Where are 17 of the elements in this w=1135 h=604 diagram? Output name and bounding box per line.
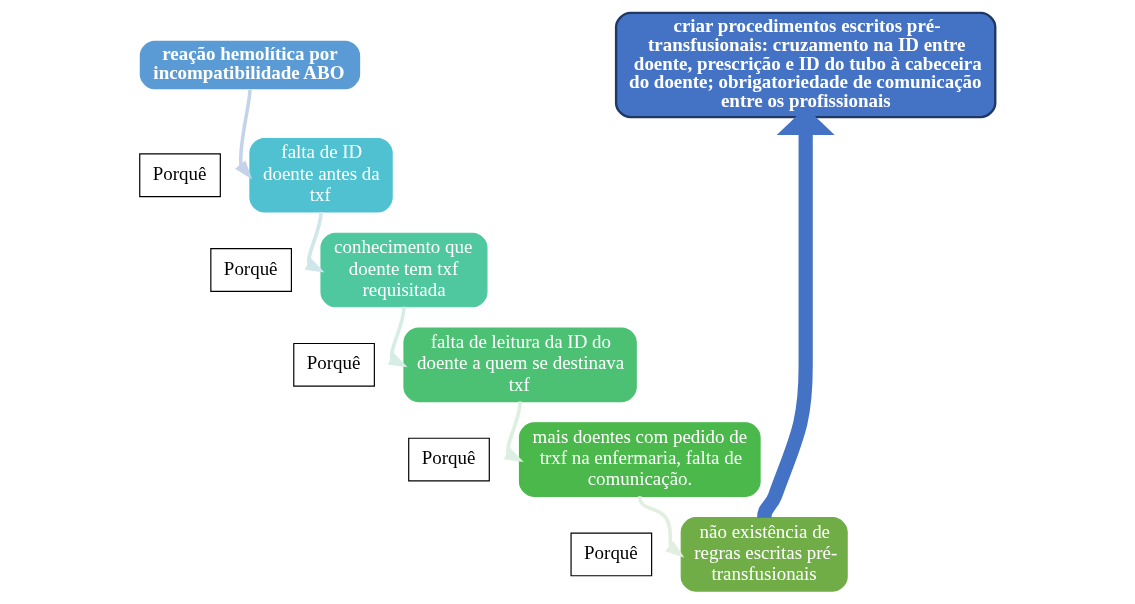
arrow <box>304 211 325 273</box>
node-box: Porquê <box>139 153 221 198</box>
node-box: falta de ID doente antes da txf <box>249 137 393 213</box>
node-box: Porquê <box>293 342 375 387</box>
node-box: falta de leitura da ID do doente a quem se destinava txf <box>403 327 637 403</box>
arrow <box>387 306 408 368</box>
node-box: criar procedimentos escritos pré-transfusionais: cruzamento na ID entre doente, prescrição e ID do tubo à cabeceira do doente; obrigatoriedade de comunicação entre os profissionais <box>614 11 997 119</box>
node-box: não existência de regras escritas pré-transfusionais <box>680 517 848 592</box>
node-box: Porquê <box>210 248 292 292</box>
node-box: conhecimento que doente tem txf requisitada <box>320 232 488 308</box>
node-box: Porquê <box>570 532 653 577</box>
arrow <box>235 89 253 180</box>
arrow <box>638 496 685 558</box>
node-box: mais doentes com pedido de trxf na enfermaria, falta de comunicação. <box>518 422 761 497</box>
node-box: Porquê <box>408 437 490 482</box>
node-box: reação hemolítica por incompatibilidade ABO <box>139 40 361 90</box>
arrow <box>503 401 524 463</box>
